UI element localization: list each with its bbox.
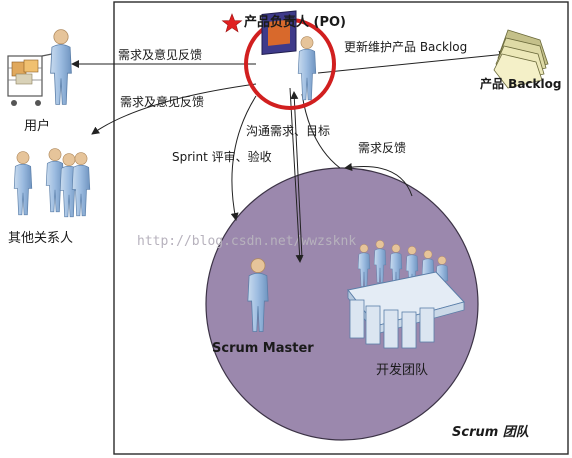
update-backlog-label: 更新维护产品 Backlog xyxy=(344,39,467,54)
po-person-icon xyxy=(297,36,317,101)
feedback-to-stakeholders-label: 需求及意见反馈 xyxy=(120,94,204,109)
dev-team-label: 开发团队 xyxy=(376,362,428,378)
scrum-master-label: Scrum Master xyxy=(212,341,314,356)
stakeholder-person-icon xyxy=(13,151,33,216)
dev-team-circle xyxy=(205,167,479,441)
communicate-label: 沟通需求、目标 xyxy=(246,124,330,138)
update-backlog-arrow xyxy=(317,50,507,74)
meeting-table-icon xyxy=(347,240,465,349)
requirement-feedback-label: 需求反馈 xyxy=(358,141,406,155)
stakeholders-group xyxy=(13,148,91,218)
shopping-cart-icon xyxy=(7,53,53,106)
user-person-icon xyxy=(50,29,72,105)
product-owner xyxy=(244,10,336,110)
watermark: http://blog.csdn.net/wwzsknk xyxy=(137,234,356,249)
feedback-to-stakeholders-arrow xyxy=(91,83,257,135)
stakeholders-label: 其他关系人 xyxy=(8,231,73,246)
sprint-review-arrow xyxy=(230,95,257,221)
feedback-to-users-label: 需求及意见反馈 xyxy=(118,47,202,62)
communicate-arrow-down xyxy=(289,87,304,263)
star-icon xyxy=(221,13,243,33)
sprint-review-label: Sprint 评审、验收 xyxy=(172,149,272,164)
backlog-stack-icon xyxy=(493,29,549,89)
communicate-arrow-up xyxy=(290,91,303,259)
users-label: 用户 xyxy=(24,118,50,134)
backlog-label: 产品 Backlog xyxy=(480,76,561,91)
requirement-feedback-arrow xyxy=(344,163,413,197)
user-figure xyxy=(7,29,72,106)
scrum-team-label: Scrum 团队 xyxy=(452,424,530,440)
scrum-team-frame xyxy=(113,1,569,455)
po-label: 产品负责人 (PO) xyxy=(244,14,346,30)
